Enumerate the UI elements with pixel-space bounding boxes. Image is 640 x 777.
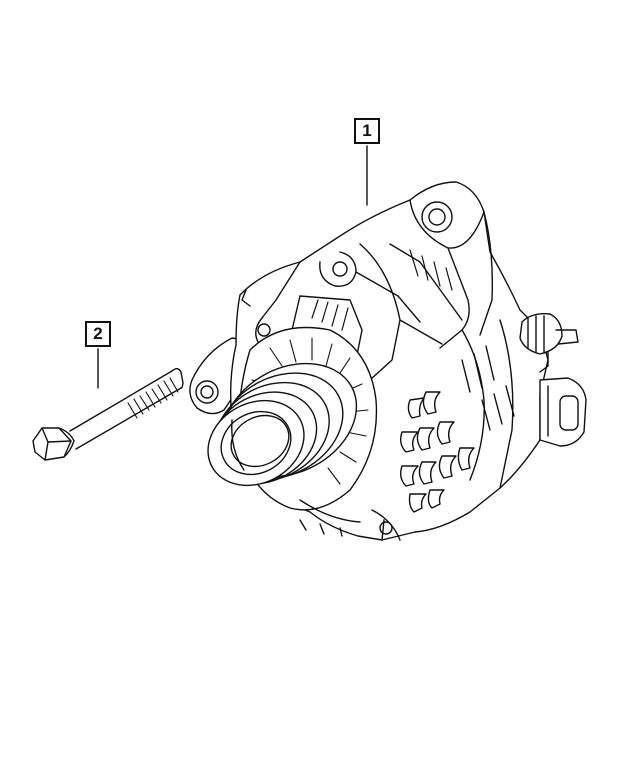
callout-label-1[interactable]: 1 <box>354 118 380 144</box>
terminal-stud <box>520 314 578 372</box>
bolt-drawing[interactable] <box>33 369 183 460</box>
mount-boss-lower <box>380 522 392 534</box>
callout-label-2[interactable]: 2 <box>85 321 111 347</box>
mount-boss-upper-left <box>333 262 347 276</box>
alternator-drawing[interactable] <box>190 182 586 540</box>
cooling-vents-upper <box>312 250 452 330</box>
mount-boss-top <box>422 202 452 232</box>
bolt-hex-head <box>33 428 71 460</box>
bolt-shank <box>70 371 181 449</box>
bolt-threads <box>128 378 178 418</box>
cooling-vents-rear <box>401 346 514 512</box>
electrical-connector <box>540 378 586 446</box>
